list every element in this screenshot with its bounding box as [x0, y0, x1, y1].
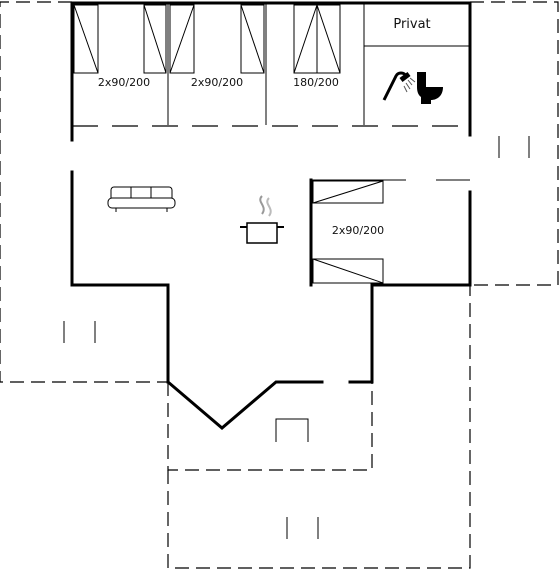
bed-1b [143, 4, 167, 74]
entrance-bay [165, 379, 324, 430]
terrace-front [167, 285, 471, 569]
terrace-left [0, 1, 168, 383]
bedroom-1-bed-label: 2x90/200 [98, 76, 150, 89]
bedroom-3-bed-label: 180/200 [293, 76, 339, 89]
entrance-table [275, 418, 309, 442]
bedroom-4-bed-label: 2x90/200 [332, 224, 384, 237]
left-wall-lower [70, 170, 170, 384]
furniture-beds [73, 4, 384, 284]
sofa-icon [107, 186, 176, 212]
bed-1a [73, 4, 99, 74]
exterior-walls [70, 1, 472, 430]
bedroom-2-bed-label: 2x90/200 [191, 76, 243, 89]
window-markers [63, 136, 530, 539]
kitchen-pot-icon [240, 195, 284, 244]
shower-icon [382, 71, 416, 101]
interior-walls [72, 3, 470, 181]
bed-4a [312, 180, 384, 204]
bathroom-label: Privat [393, 17, 430, 32]
bed-4b [312, 258, 384, 284]
terrace-entrance-inner [167, 382, 373, 471]
terrace-right [470, 1, 559, 286]
toilet-icon [417, 72, 443, 104]
bed-3 [293, 4, 341, 74]
entrance-right [348, 190, 472, 384]
bed-2b [240, 4, 265, 74]
bed-2a [169, 4, 195, 74]
